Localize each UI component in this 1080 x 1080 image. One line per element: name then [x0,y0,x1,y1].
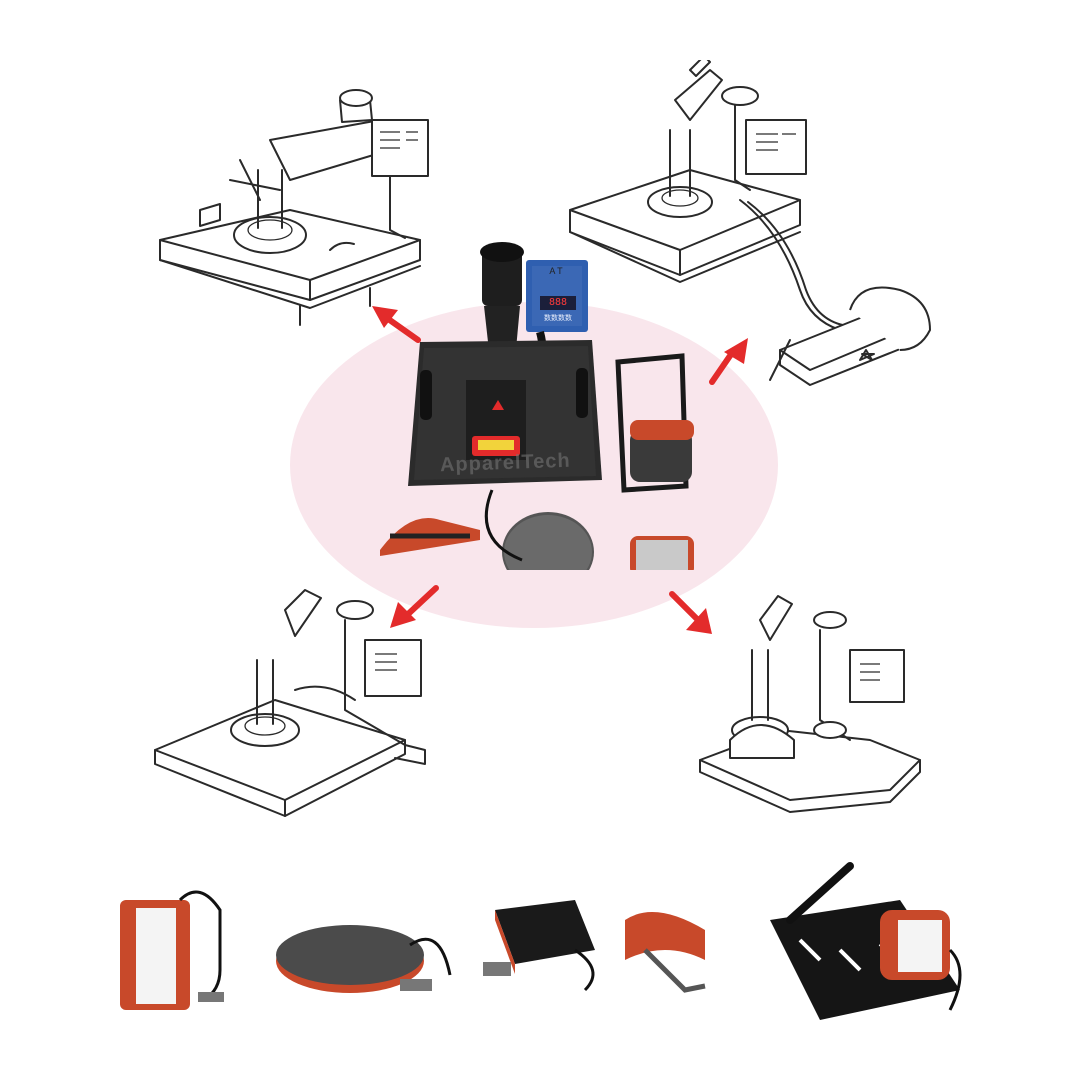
drawing-swing-press-bottom-left [145,580,445,840]
drawing-cap-press-bottom-right [690,590,940,830]
drawing-mug-press-top-right [560,60,940,410]
temperature-display: 888 [540,296,576,310]
arrow-down-left-icon [388,584,440,630]
drawing-flat-press-top-left [140,80,450,340]
control-panel-sublabel: 数数数数 [544,315,572,322]
arrow-up-left-icon [370,304,422,344]
accessory-cap-press [475,890,715,1010]
accessory-mug-wrap [110,880,250,1030]
arrow-down-right-icon [668,590,716,636]
watermark-text: ApparelTech [439,449,571,477]
accessory-mug-press [760,860,980,1040]
accessory-plate-press [270,905,460,1015]
center-machine [380,240,720,570]
arrow-up-right-icon [704,334,752,386]
control-panel-label: A T [549,266,563,276]
